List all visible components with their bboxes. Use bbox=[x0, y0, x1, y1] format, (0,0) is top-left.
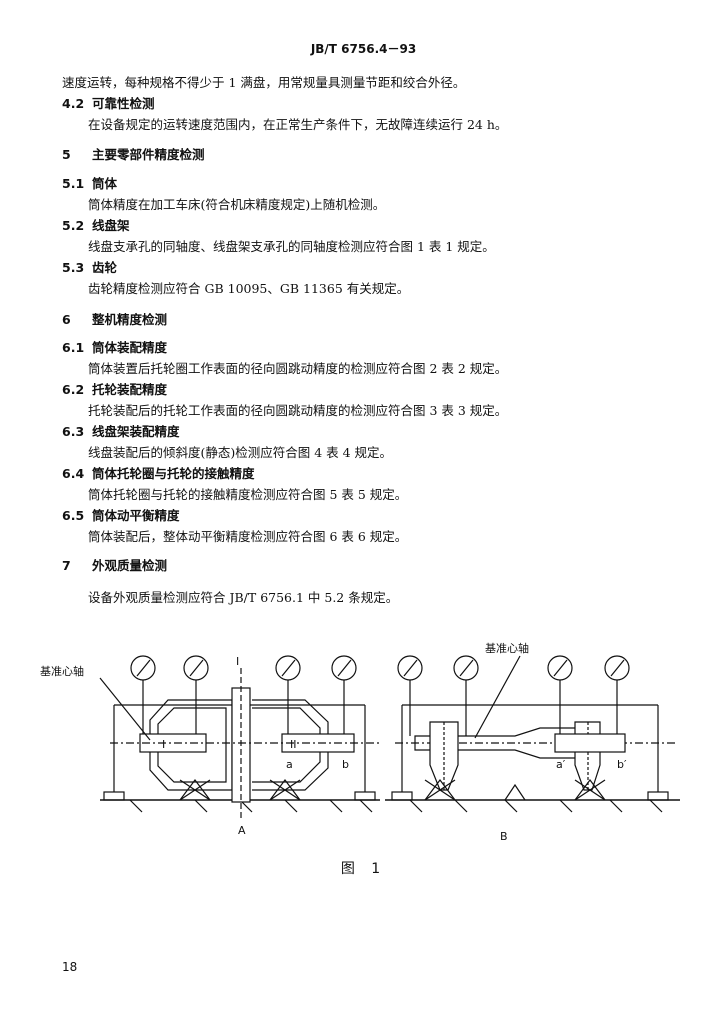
dial-gauge bbox=[275, 655, 301, 734]
leader-line bbox=[474, 655, 521, 739]
page-header: JB/T 6756.4－93 bbox=[310, 42, 417, 56]
ground-hatching-b bbox=[409, 799, 663, 813]
figure-caption: 图 1 bbox=[340, 861, 387, 877]
page-number: 18 bbox=[62, 960, 78, 974]
text-line: 筒体装配后，整体动平衡精度检测应符合图 6 表 6 规定。 bbox=[88, 529, 408, 544]
label-b-prime: b′ bbox=[617, 758, 627, 771]
text-line: 筒体托轮圈与托轮的接触精度检测应符合图 5 表 5 规定。 bbox=[88, 487, 408, 502]
support-block bbox=[103, 791, 125, 801]
label-datum-shaft-left: 基准心轴 bbox=[40, 664, 84, 678]
label-II: II bbox=[290, 738, 297, 751]
support-block bbox=[647, 791, 669, 801]
figure-1: 基准心轴 基准心轴 I I II a b a′ b′ A B bbox=[40, 641, 680, 843]
dial-gauge bbox=[130, 655, 156, 734]
dial-gauge bbox=[547, 655, 573, 734]
text-line: 筒体装置后托轮圈工作表面的径向圆跳动精度的检测应符合图 2 表 2 规定。 bbox=[88, 361, 508, 376]
text-line: 在设备规定的运转速度范围内，在正常生产条件下，无故障连续运行 24 h。 bbox=[88, 117, 508, 132]
label-A: A bbox=[238, 824, 246, 837]
text-line: 托轮装配后的托轮工作表面的径向圆跳动精度的检测应符合图 3 表 3 规定。 bbox=[88, 403, 508, 418]
dial-gauge bbox=[453, 655, 479, 736]
text-line: 线盘支承孔的同轴度、线盘架支承孔的同轴度检测应符合图 1 表 1 规定。 bbox=[88, 239, 495, 254]
support-block bbox=[391, 791, 413, 801]
text-line: 线盘装配后的倾斜度(静态)检测应符合图 4 表 4 规定。 bbox=[88, 445, 393, 460]
label-B: B bbox=[500, 830, 508, 843]
ground-hatching-a bbox=[129, 799, 373, 813]
label-b: b bbox=[342, 758, 349, 771]
dial-gauge bbox=[604, 655, 630, 734]
label-datum-shaft-right: 基准心轴 bbox=[485, 641, 529, 655]
leader-line bbox=[99, 677, 151, 741]
dial-gauge bbox=[331, 655, 357, 734]
label-a: a bbox=[286, 758, 293, 771]
label-a-prime: a′ bbox=[556, 758, 566, 771]
label-I: I bbox=[162, 738, 165, 751]
text-line: 速度运转，每种规格不得少于 1 满盘，用常规量具测量节距和绞合外径。 bbox=[62, 75, 466, 90]
text-line: 设备外观质量检测应符合 JB/T 6756.1 中 5.2 条规定。 bbox=[88, 590, 399, 605]
dial-gauge bbox=[183, 655, 209, 734]
text-line: 筒体精度在加工车床(符合机床精度规定)上随机检测。 bbox=[88, 197, 386, 212]
dial-gauge bbox=[397, 655, 423, 736]
support-block bbox=[354, 791, 376, 801]
label-section-I: I bbox=[236, 655, 239, 668]
text-line: 齿轮精度检测应符合 GB 10095、GB 11365 有关规定。 bbox=[88, 281, 410, 296]
